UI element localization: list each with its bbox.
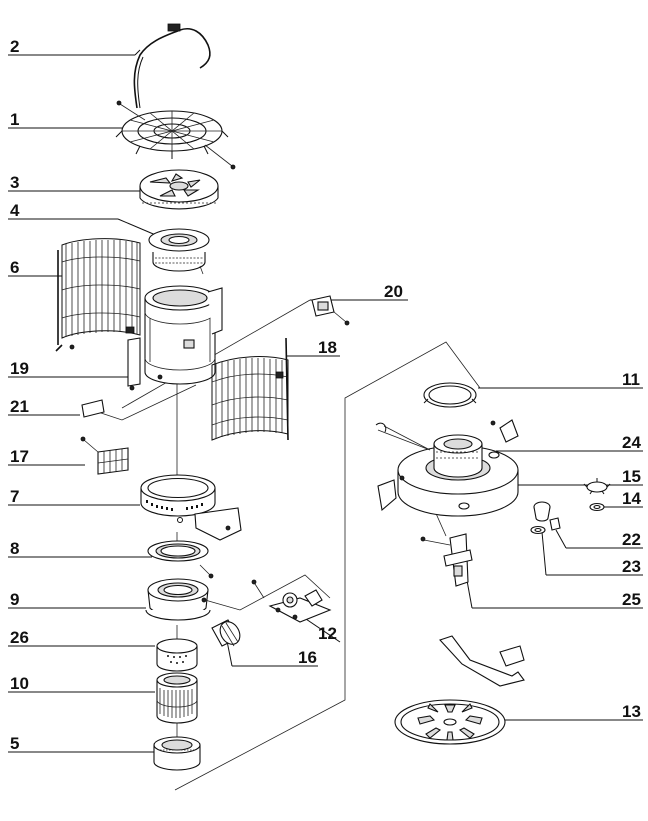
callout-13: 13 bbox=[622, 702, 641, 721]
tank-assembly bbox=[375, 419, 519, 517]
callout-11: 11 bbox=[622, 370, 640, 389]
callout-labels: 2 1 3 4 6 19 21 17 7 8 9 26 10 5 20 18 1… bbox=[10, 37, 641, 753]
part-25-lever bbox=[420, 533, 525, 687]
callout-9: 9 bbox=[10, 590, 19, 609]
callout-12: 12 bbox=[318, 624, 337, 643]
part-7-outer-ring bbox=[140, 474, 242, 541]
part-1-top-grill bbox=[115, 100, 236, 170]
part-18-right-grill bbox=[211, 337, 289, 441]
callout-6: 6 bbox=[10, 258, 19, 277]
callout-19: 19 bbox=[10, 359, 29, 378]
part-13-drip-tray bbox=[394, 699, 506, 745]
callout-17: 17 bbox=[10, 447, 29, 466]
part-11-top-ring bbox=[423, 382, 477, 408]
callout-3: 3 bbox=[10, 173, 19, 192]
part-3-deflector bbox=[139, 169, 219, 210]
assembly-lines bbox=[85, 299, 481, 791]
callout-21: 21 bbox=[10, 397, 29, 416]
part-16-knob bbox=[211, 619, 241, 647]
part-26-inner-cylinder bbox=[156, 638, 198, 672]
part-19-combustion-cylinder bbox=[127, 285, 223, 391]
callout-5: 5 bbox=[10, 734, 19, 753]
callout-2: 2 bbox=[10, 37, 19, 56]
part-8-gasket bbox=[147, 540, 214, 579]
part-9-burner-base bbox=[145, 578, 211, 621]
callout-1: 1 bbox=[10, 110, 19, 129]
callout-18: 18 bbox=[318, 338, 337, 357]
part-12-adjuster bbox=[251, 579, 332, 623]
part-23-washer bbox=[530, 525, 546, 535]
part-15-cap bbox=[583, 478, 611, 495]
part-17-bracket bbox=[80, 436, 129, 475]
callout-8: 8 bbox=[10, 539, 19, 558]
part-5-base-ring bbox=[153, 736, 201, 771]
part-14-washer bbox=[589, 502, 605, 512]
callout-14: 14 bbox=[622, 489, 641, 508]
callout-25: 25 bbox=[622, 590, 641, 609]
part-20-small-bracket bbox=[311, 295, 350, 326]
part-6-left-grill bbox=[55, 238, 141, 352]
callout-22: 22 bbox=[622, 530, 641, 549]
callout-26: 26 bbox=[10, 628, 29, 647]
part-22-gauge bbox=[533, 501, 561, 531]
callout-20: 20 bbox=[384, 282, 403, 301]
part-21-plate bbox=[81, 399, 105, 418]
leader-lines bbox=[8, 49, 643, 753]
part-10-wick bbox=[156, 672, 198, 724]
callout-4: 4 bbox=[10, 201, 20, 220]
part-2-handle bbox=[133, 23, 211, 109]
callout-10: 10 bbox=[10, 674, 29, 693]
callout-24: 24 bbox=[622, 433, 641, 452]
callout-15: 15 bbox=[622, 467, 641, 486]
part-4-burner-cap bbox=[148, 228, 210, 275]
callout-7: 7 bbox=[10, 487, 19, 506]
callout-16: 16 bbox=[298, 648, 317, 667]
callout-23: 23 bbox=[622, 557, 641, 576]
